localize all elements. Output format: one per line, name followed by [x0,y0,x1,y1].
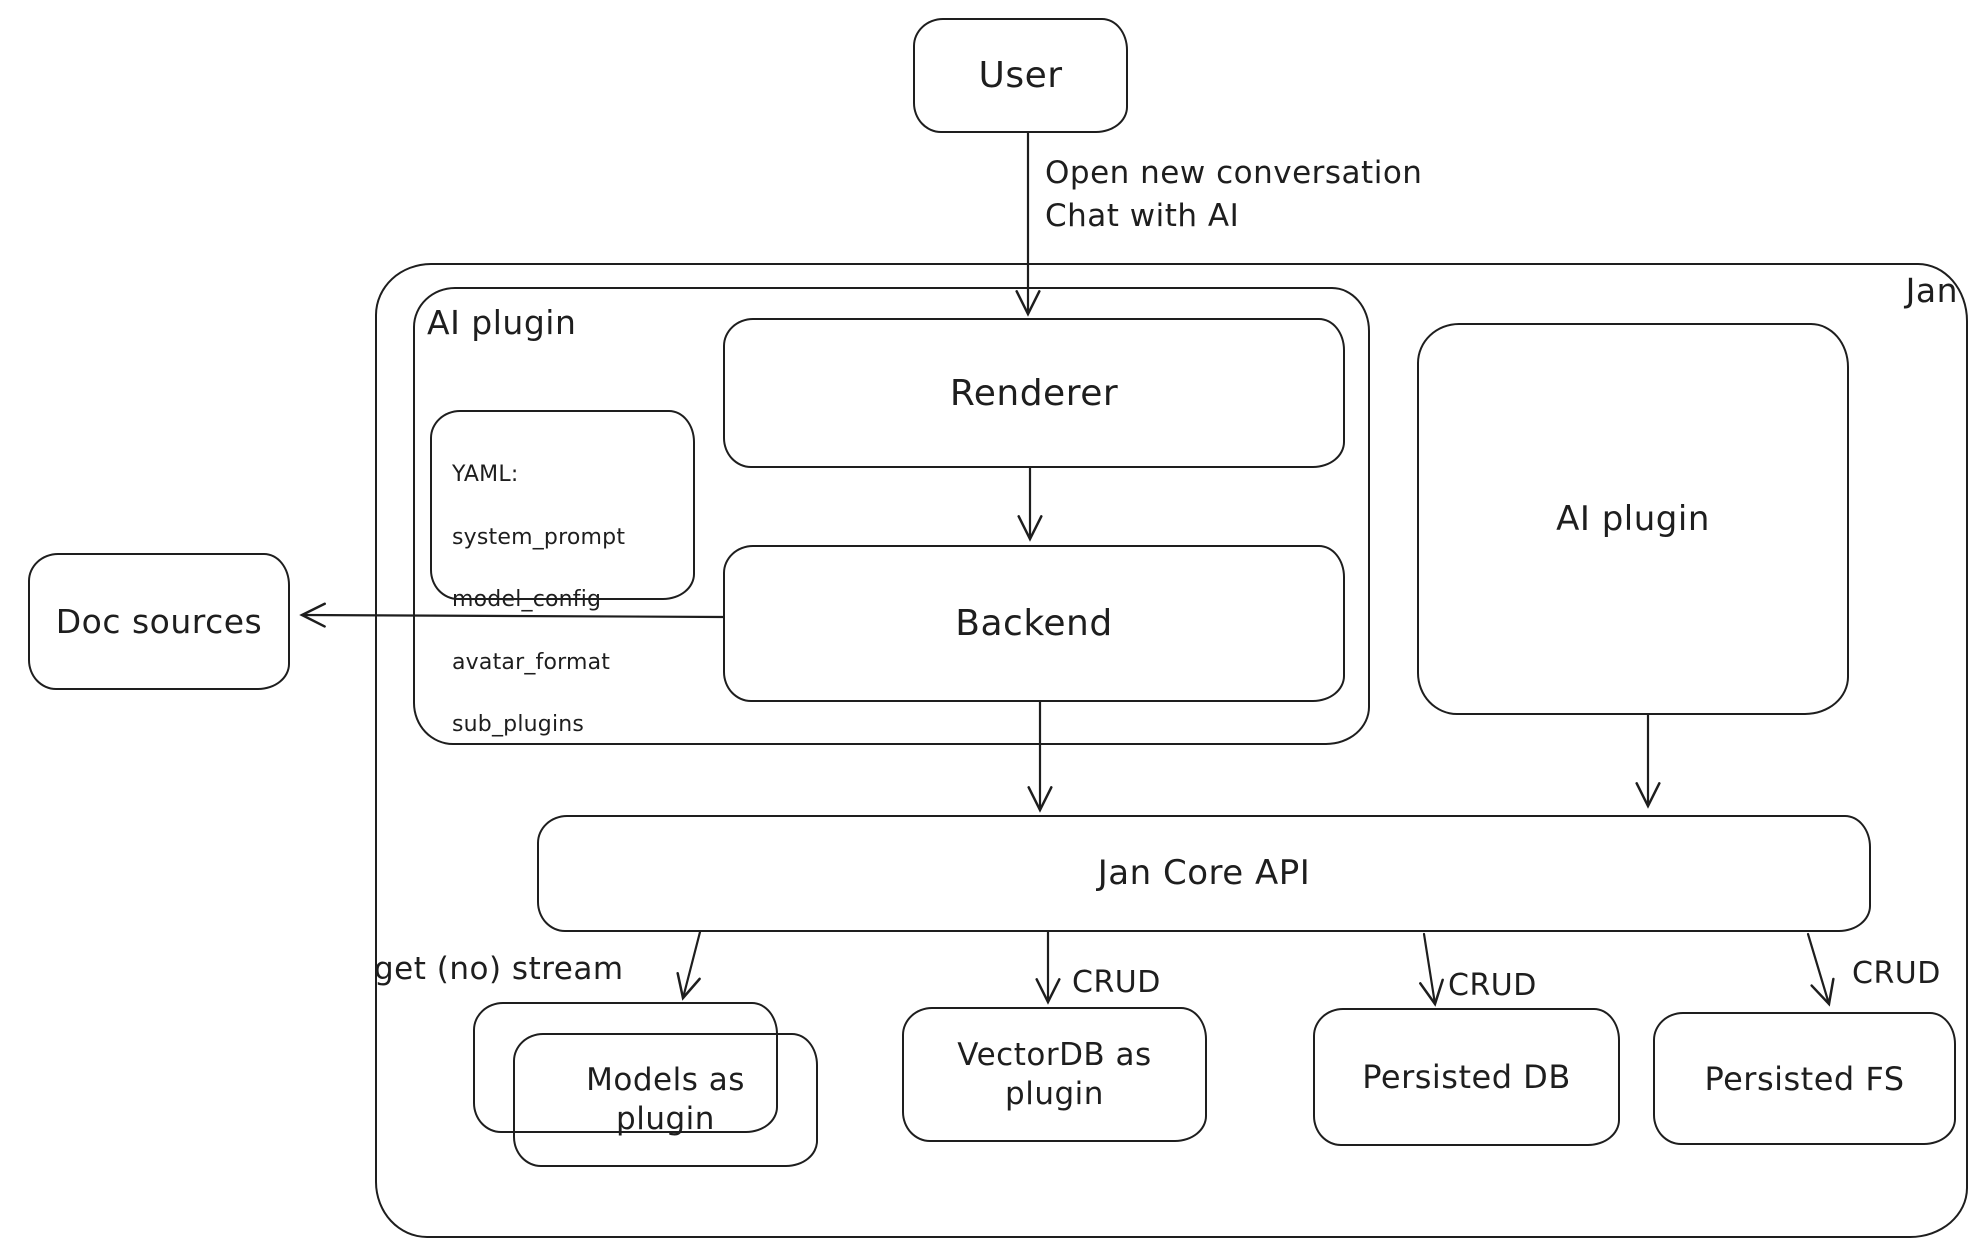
backend-node-label: Backend [955,603,1113,644]
ai-plugin-container-label: AI plugin [427,303,577,342]
yaml-note-line: sub_plugins [452,712,585,738]
doc-sources-node: Doc sources [28,553,290,690]
jan-core-api-node-label: Jan Core API [1097,853,1311,894]
edge-label-get-no-stream: get (no) stream [374,951,624,987]
edge-label-crud-persisted-db: CRUD [1448,968,1537,1003]
persisted-db-node-label: Persisted DB [1362,1058,1571,1096]
jan-container-box [375,263,1968,1238]
jan-core-api-node: Jan Core API [537,815,1871,932]
edge-label-crud-persisted-fs: CRUD [1852,956,1941,991]
yaml-note-line: model_config [452,587,602,613]
yaml-note-line: YAML: [452,462,519,488]
yaml-note-line: avatar_format [452,649,611,675]
ai-plugin-container-box [413,287,1370,745]
edge-label-crud-vectordb: CRUD [1072,965,1161,1000]
ai-plugin-right-node: AI plugin [1417,323,1849,715]
vectordb-as-plugin-node-label: VectorDB as plugin [957,1036,1152,1112]
user-node-label: User [978,55,1063,96]
persisted-fs-node-label: Persisted FS [1704,1059,1905,1098]
backend-node: Backend [723,545,1345,702]
renderer-node-label: Renderer [949,372,1119,414]
models-as-plugin-node-label: Models as plugin [586,1062,745,1137]
persisted-fs-node: Persisted FS [1653,1012,1956,1145]
models-as-plugin-node: Models as plugin [513,1033,818,1167]
yaml-note-text: YAML: system_prompt model_config avatar_… [452,428,625,772]
vectordb-as-plugin-node: VectorDB as plugin [902,1007,1207,1142]
ai-plugin-right-node-label: AI plugin [1556,498,1710,539]
jan-container-label: Jan [1905,271,1958,310]
doc-sources-node-label: Doc sources [55,601,263,641]
yaml-note-line: system_prompt [452,524,626,550]
user-node: User [913,18,1128,133]
persisted-db-node: Persisted DB [1313,1008,1620,1146]
renderer-node: Renderer [723,318,1345,468]
yaml-note-node: YAML: system_prompt model_config avatar_… [430,410,695,737]
models-as-plugin-back-node [473,1002,778,1133]
edge-label-open-new-conversation: Open new conversation Chat with AI [1045,155,1423,235]
